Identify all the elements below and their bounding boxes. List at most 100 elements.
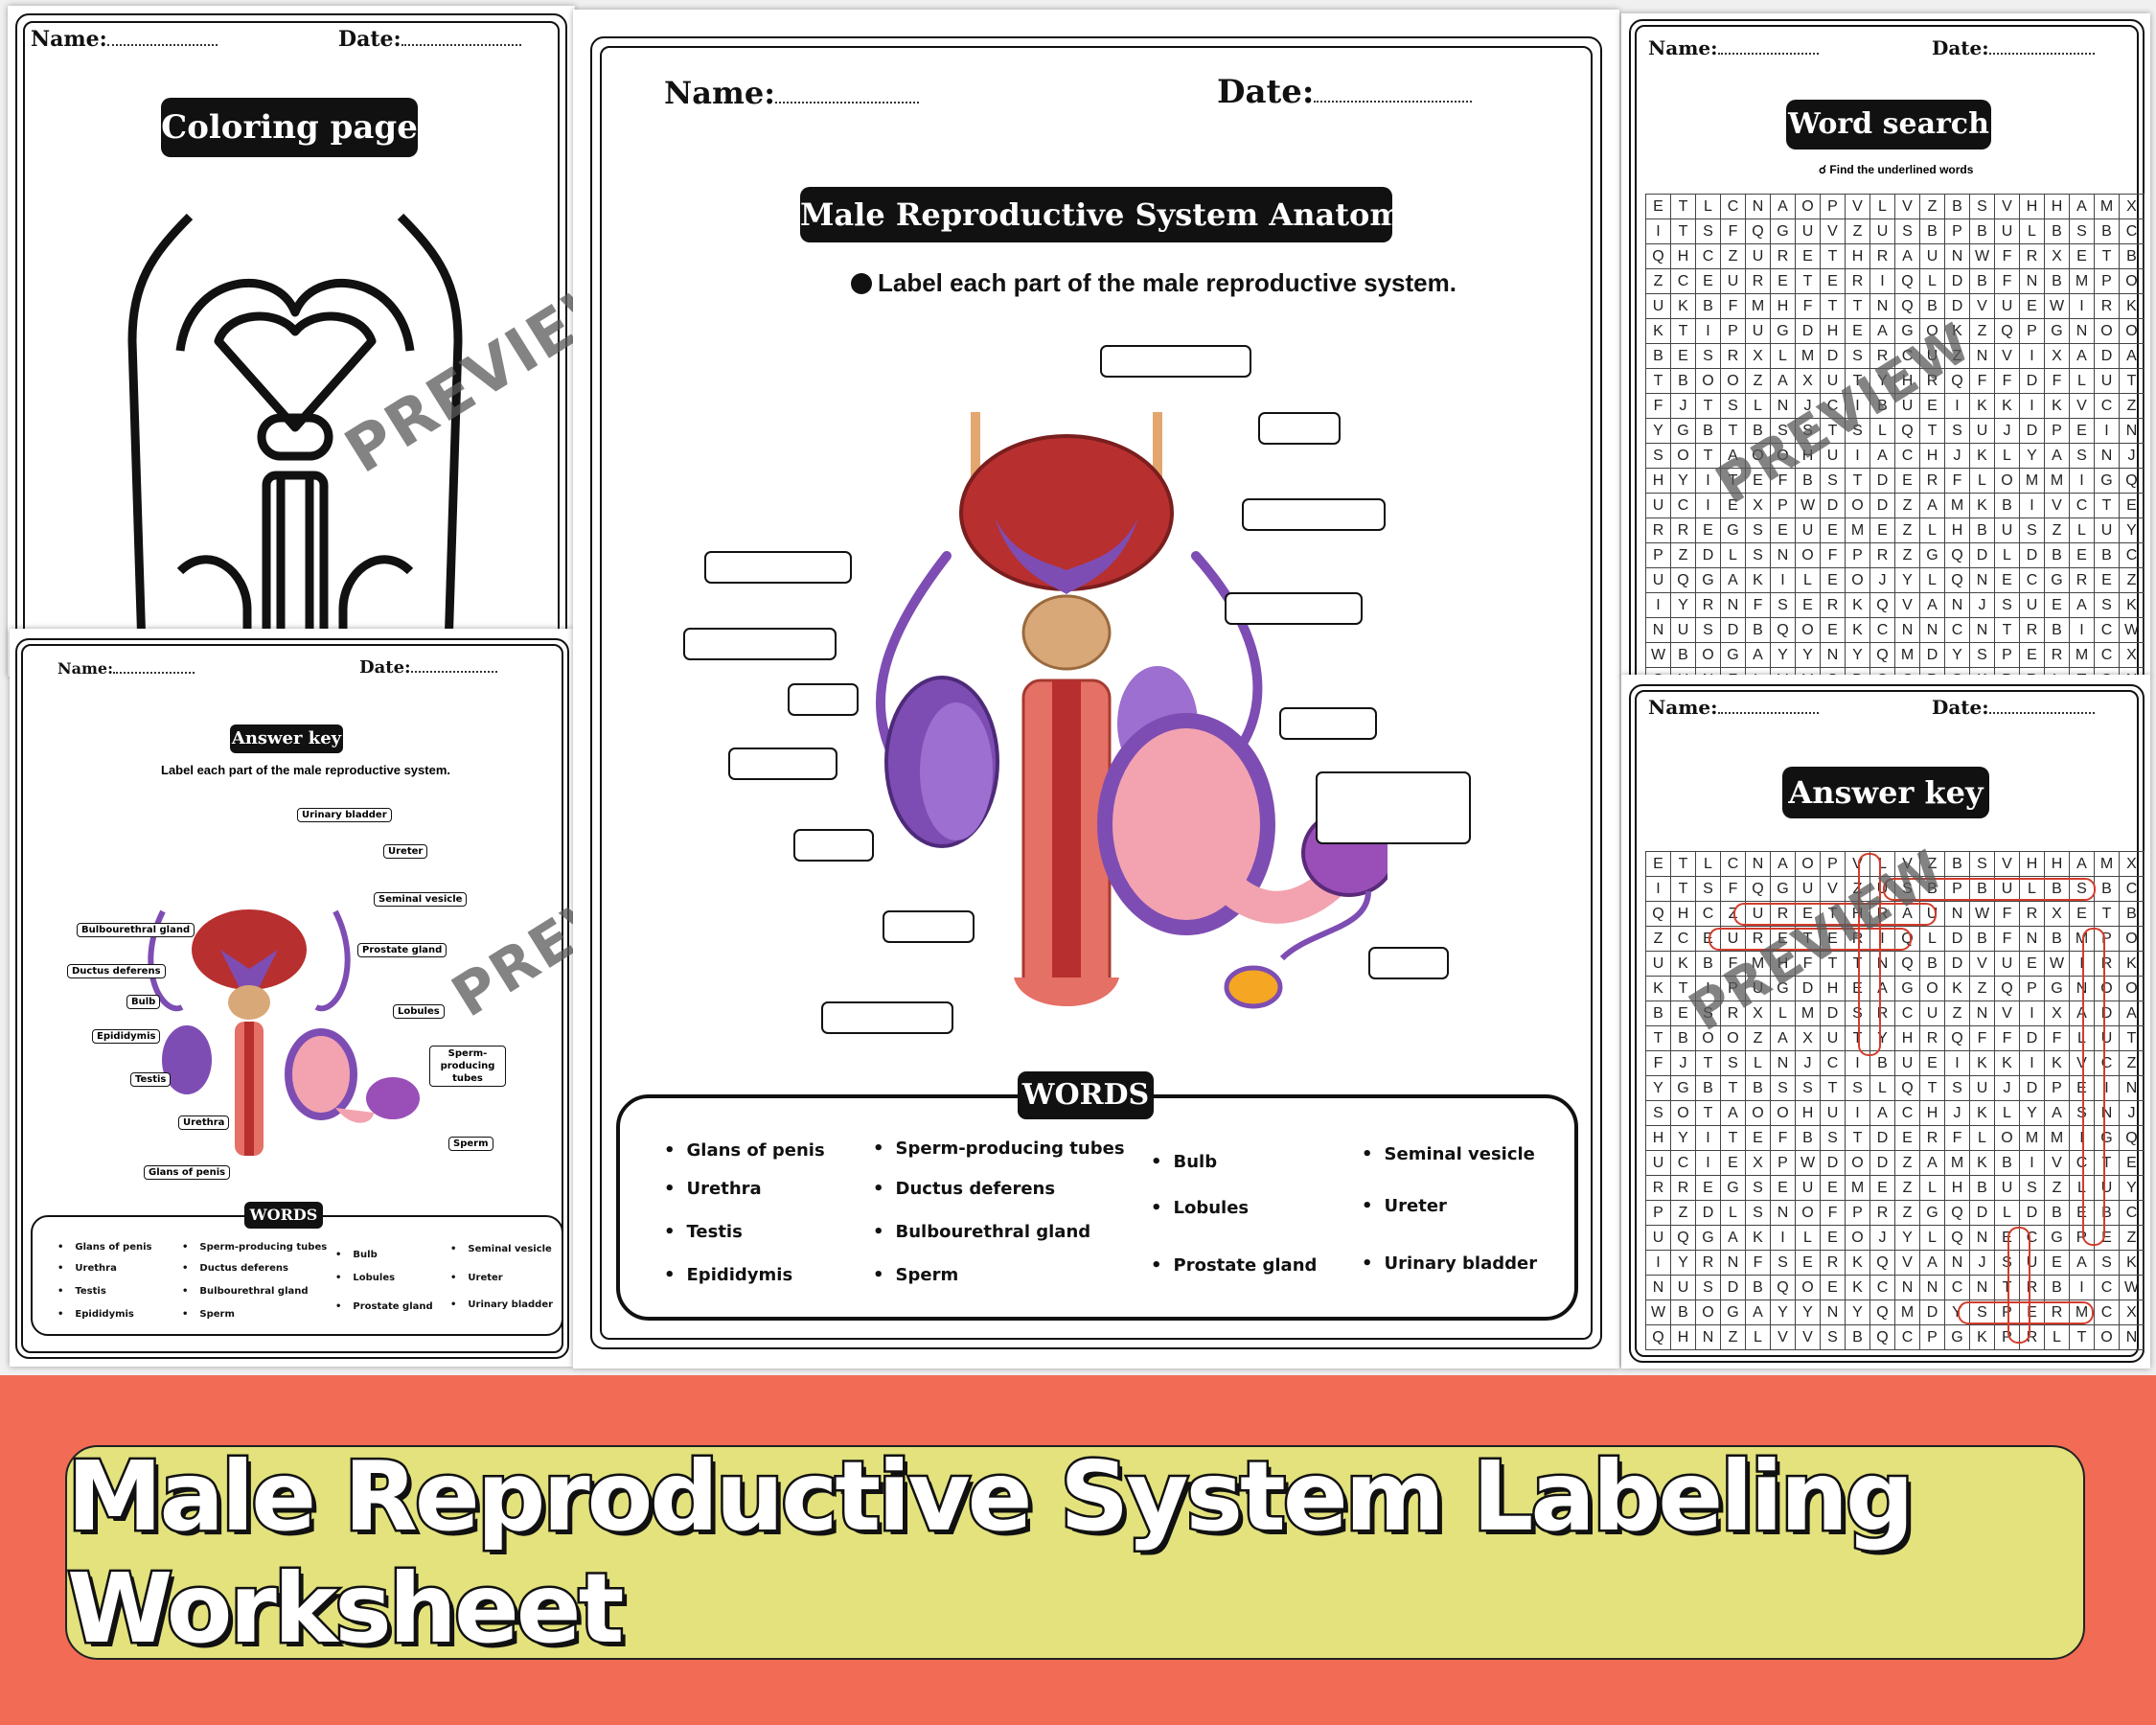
grid-cell[interactable]: Z (2120, 394, 2145, 419)
grid-cell[interactable]: X (1746, 494, 1771, 518)
grid-cell[interactable]: I (2020, 494, 2045, 518)
grid-cell[interactable]: N (1646, 618, 1671, 643)
grid-cell[interactable]: C (1895, 668, 1920, 677)
grid-cell[interactable]: I (1846, 444, 1870, 469)
grid-cell[interactable]: Q (1895, 294, 1920, 319)
grid-cell[interactable]: G (1671, 419, 1696, 444)
grid-cell[interactable]: Z (1895, 518, 1920, 543)
grid-cell[interactable]: Z (1746, 369, 1771, 394)
grid-cell[interactable]: Y (1671, 469, 1696, 494)
grid-cell[interactable]: Q (1771, 618, 1796, 643)
grid-cell[interactable]: L (1970, 469, 1995, 494)
grid-cell[interactable]: B (2095, 219, 2120, 244)
grid-cell[interactable]: A (2070, 344, 2095, 369)
grid-cell[interactable]: E (1821, 618, 1846, 643)
grid-cell[interactable]: H (1646, 469, 1671, 494)
grid-cell[interactable]: K (1970, 494, 1995, 518)
grid-cell[interactable]: B (1970, 219, 1995, 244)
grid-cell[interactable]: S (2020, 518, 2045, 543)
grid-cell[interactable]: R (1920, 369, 1945, 394)
grid-cell[interactable]: F (1821, 543, 1846, 568)
grid-cell[interactable]: K (1970, 444, 1995, 469)
grid-cell[interactable]: C (1870, 618, 1895, 643)
blank-label-2[interactable] (1258, 412, 1341, 445)
grid-cell[interactable]: Z (1671, 543, 1696, 568)
grid-cell[interactable]: X (2120, 643, 2145, 668)
grid-cell[interactable]: S (1970, 643, 1995, 668)
grid-cell[interactable]: P (1920, 668, 1945, 677)
grid-cell[interactable]: Q (1945, 369, 1970, 394)
grid-cell[interactable]: I (2095, 419, 2120, 444)
grid-cell[interactable]: E (1696, 269, 1721, 294)
grid-cell[interactable]: E (1796, 244, 1821, 269)
grid-cell[interactable]: H (2020, 195, 2045, 219)
blank-label-12[interactable] (883, 910, 975, 943)
grid-cell[interactable]: G (1721, 643, 1746, 668)
grid-cell[interactable]: W (1796, 494, 1821, 518)
grid-cell[interactable]: V (1995, 195, 2020, 219)
grid-cell[interactable]: N (1721, 593, 1746, 618)
grid-cell[interactable]: O (1671, 444, 1696, 469)
grid-cell[interactable]: N (1920, 618, 1945, 643)
grid-cell[interactable]: C (1945, 618, 1970, 643)
grid-cell[interactable]: G (1771, 319, 1796, 344)
grid-cell[interactable]: G (2045, 568, 2070, 593)
grid-cell[interactable]: D (2020, 369, 2045, 394)
grid-cell[interactable]: O (1846, 494, 1870, 518)
grid-cell[interactable]: Y (2020, 444, 2045, 469)
grid-cell[interactable]: U (1646, 494, 1671, 518)
grid-cell[interactable]: D (1796, 319, 1821, 344)
grid-cell[interactable]: R (2020, 668, 2045, 677)
grid-cell[interactable]: G (1920, 543, 1945, 568)
grid-cell[interactable]: G (2045, 319, 2070, 344)
grid-cell[interactable]: L (1995, 444, 2020, 469)
grid-cell[interactable]: Q (1895, 419, 1920, 444)
grid-cell[interactable]: T (1671, 319, 1696, 344)
grid-cell[interactable]: S (1846, 419, 1870, 444)
grid-cell[interactable]: E (2020, 643, 2045, 668)
grid-cell[interactable]: S (1796, 419, 1821, 444)
grid-cell[interactable]: Z (1970, 319, 1995, 344)
grid-cell[interactable]: D (1920, 643, 1945, 668)
grid-cell[interactable]: C (1821, 394, 1846, 419)
grid-cell[interactable]: A (1870, 444, 1895, 469)
grid-cell[interactable]: H (1920, 444, 1945, 469)
grid-cell[interactable]: T (1721, 419, 1746, 444)
grid-cell[interactable]: H (1846, 244, 1870, 269)
grid-cell[interactable]: E (1821, 518, 1846, 543)
grid-cell[interactable]: B (1696, 419, 1721, 444)
grid-cell[interactable]: I (1696, 469, 1721, 494)
grid-cell[interactable]: A (1771, 369, 1796, 394)
grid-cell[interactable]: U (1746, 319, 1771, 344)
grid-cell[interactable]: K (1746, 568, 1771, 593)
grid-cell[interactable]: S (1821, 469, 1846, 494)
grid-cell[interactable]: Z (1646, 269, 1671, 294)
grid-cell[interactable]: O (1771, 444, 1796, 469)
grid-cell[interactable]: P (1646, 543, 1671, 568)
grid-cell[interactable]: C (1895, 344, 1920, 369)
grid-cell[interactable]: U (2095, 518, 2120, 543)
grid-cell[interactable]: U (1995, 294, 2020, 319)
grid-cell[interactable]: S (1945, 419, 1970, 444)
grid-cell[interactable]: Y (1895, 568, 1920, 593)
grid-cell[interactable]: N (1771, 543, 1796, 568)
grid-cell[interactable]: A (1920, 494, 1945, 518)
grid-cell[interactable]: E (1746, 469, 1771, 494)
grid-cell[interactable]: V (1821, 219, 1846, 244)
grid-cell[interactable]: Z (2045, 518, 2070, 543)
grid-cell[interactable]: R (1870, 543, 1895, 568)
grid-cell[interactable]: Z (2120, 568, 2145, 593)
grid-cell[interactable]: B (1671, 369, 1696, 394)
grid-cell[interactable]: Y (1870, 369, 1895, 394)
grid-cell[interactable]: B (2045, 618, 2070, 643)
grid-cell[interactable]: B (1746, 618, 1771, 643)
grid-cell[interactable]: I (2070, 618, 2095, 643)
grid-cell[interactable]: C (2095, 643, 2120, 668)
grid-cell[interactable]: R (1696, 593, 1721, 618)
grid-cell[interactable]: R (2095, 294, 2120, 319)
grid-cell[interactable]: J (1995, 419, 2020, 444)
grid-cell[interactable]: J (1796, 394, 1821, 419)
grid-cell[interactable]: W (2120, 618, 2145, 643)
grid-cell[interactable]: Z (1846, 219, 1870, 244)
grid-cell[interactable]: K (2120, 294, 2145, 319)
